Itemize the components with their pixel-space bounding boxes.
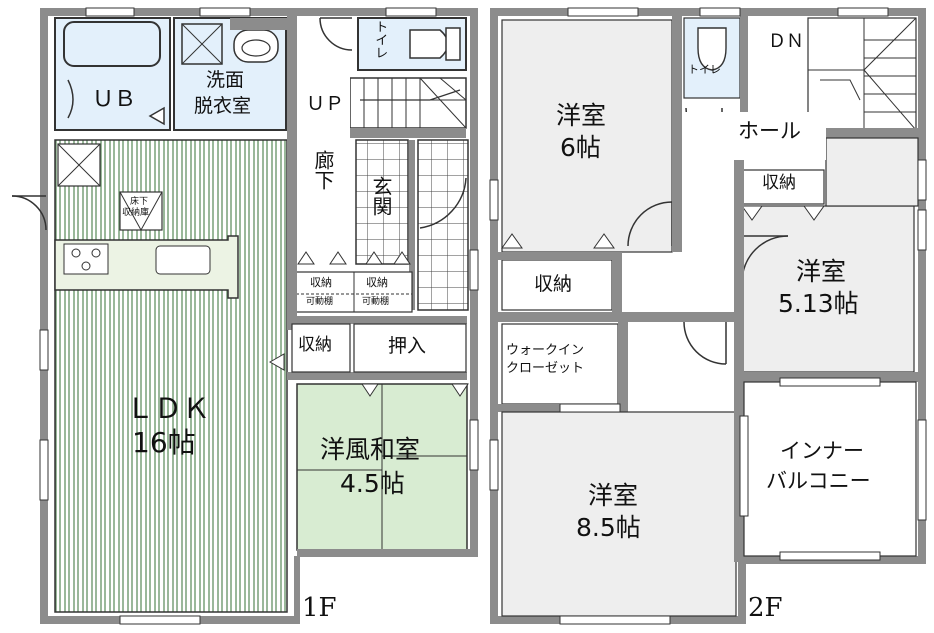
label-toilet-1f: トイレ — [372, 20, 388, 59]
label-stairs-up: ＵＰ — [306, 93, 345, 115]
floor2-label: 2F — [748, 593, 783, 623]
label-storage-2f-b: 収納 — [762, 173, 796, 193]
label-washroom-2: 脱衣室 — [194, 95, 252, 117]
label-ldk-size: 16帖 — [132, 426, 196, 459]
label-closet: 押入 — [388, 335, 427, 357]
floor1-label: 1F — [302, 593, 337, 623]
label-balcony-1: インナー — [780, 439, 864, 463]
stairs-1f — [349, 77, 467, 138]
hallway — [296, 70, 350, 270]
label-entrance: 玄関 — [369, 176, 393, 216]
label-stairs-dn: ＤＮ — [768, 31, 804, 52]
label-washitsu: 洋風和室 — [320, 435, 421, 464]
label-storage-1f-a: 収納 — [310, 276, 332, 289]
storage-2f-a — [501, 259, 613, 311]
hall — [682, 112, 826, 160]
label-room6-size: 6帖 — [560, 133, 601, 162]
label-wic-1: ウォークイン — [506, 343, 585, 358]
label-balcony-2: バルコニー — [766, 469, 871, 493]
ldk-floor — [54, 139, 288, 613]
room-513 — [741, 205, 915, 373]
room-6 — [501, 19, 673, 253]
label-storage-2f-a: 収納 — [534, 273, 573, 295]
floor1-plan — [11, 7, 479, 626]
label-wic-2: クローゼット — [506, 361, 585, 376]
label-room85-size: 8.5帖 — [576, 513, 641, 542]
label-underfloor-2: 収納庫 — [122, 208, 150, 218]
label-ub: ＵＢ — [92, 87, 137, 112]
label-hallway: 廊下 — [311, 150, 335, 190]
label-room6: 洋室 — [556, 101, 607, 130]
floor2-plan — [489, 7, 927, 626]
inner-balcony — [743, 381, 917, 557]
label-hall: ホール — [738, 119, 801, 143]
label-storage-1f-b: 収納 — [366, 276, 388, 289]
label-shelf-b: 可動棚 — [362, 297, 390, 307]
label-ldk: ＬＤＫ — [126, 392, 211, 425]
label-room513: 洋室 — [796, 257, 847, 286]
label-shelf-a: 可動棚 — [306, 297, 334, 307]
room-85 — [501, 411, 737, 617]
stairs-2f — [807, 17, 922, 140]
label-underfloor-1: 床下 — [130, 197, 149, 207]
label-room85: 洋室 — [588, 481, 639, 510]
walk-in-closet — [501, 323, 619, 405]
label-washitsu-size: 4.5帖 — [340, 469, 405, 498]
label-washroom-1: 洗面 — [206, 69, 245, 91]
label-storage-1f-c: 収納 — [298, 335, 332, 355]
label-toilet-2f: トイレ — [688, 63, 721, 76]
entrance-tile — [355, 139, 409, 265]
label-room513-size: 5.13帖 — [778, 289, 859, 318]
